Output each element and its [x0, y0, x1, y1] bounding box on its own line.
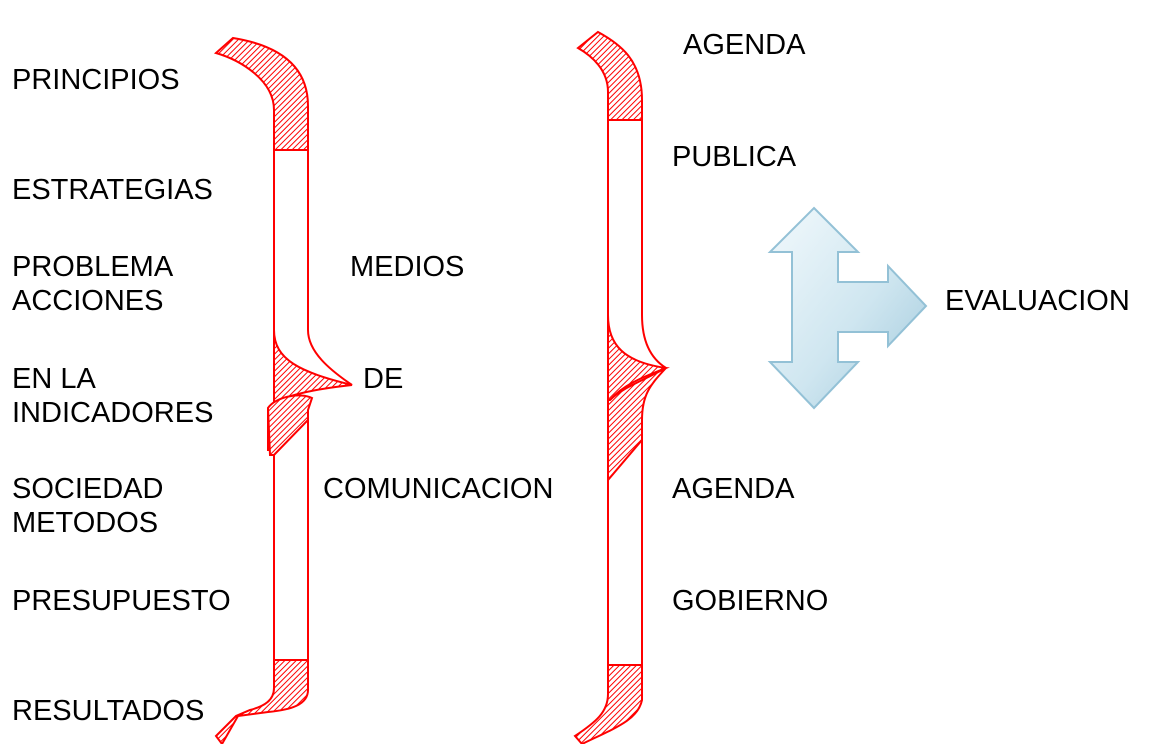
center-line-de: DE: [363, 363, 404, 395]
left-item-problema: PROBLEMA: [12, 251, 174, 283]
center-line-comunicacion: COMUNICACION: [323, 473, 554, 505]
left-brace-icon: [213, 36, 353, 744]
three-way-arrow-icon: [767, 206, 928, 410]
left-item-principios: PRINCIPIOS: [12, 64, 180, 96]
left-item-estrategias: ESTRATEGIAS: [12, 174, 213, 206]
left-item-resultados: RESULTADOS: [12, 695, 205, 727]
right-item-agenda-bottom: AGENDA: [672, 473, 795, 505]
right-item-agenda-top: AGENDA: [683, 29, 806, 61]
left-item-metodos: METODOS: [12, 507, 159, 539]
left-item-en-la: EN LA: [12, 363, 96, 395]
right-item-gobierno: GOBIERNO: [672, 585, 829, 617]
right-brace-icon: [573, 30, 670, 744]
left-item-acciones: ACCIONES: [12, 285, 164, 317]
left-item-indicadores: INDICADORES: [12, 397, 214, 429]
center-line-medios: MEDIOS: [350, 251, 465, 283]
right-item-publica: PUBLICA: [672, 141, 797, 173]
outcome-evaluacion: EVALUACION: [945, 285, 1130, 317]
left-item-presupuesto: PRESUPUESTO: [12, 585, 231, 617]
left-item-sociedad: SOCIEDAD: [12, 473, 164, 505]
